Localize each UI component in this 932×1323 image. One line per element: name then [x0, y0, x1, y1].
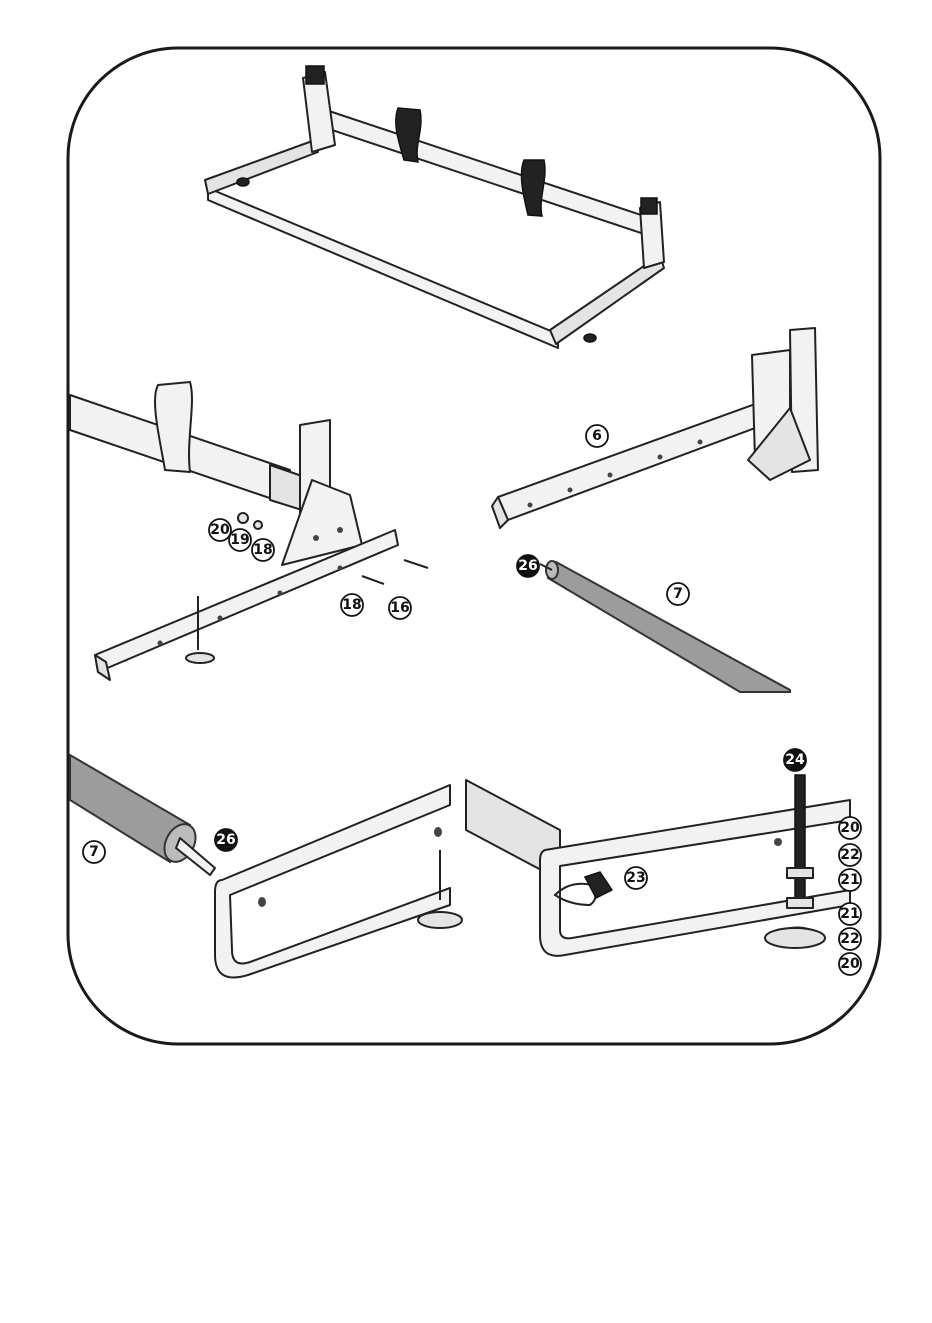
callout-p5-22a: 22: [839, 844, 861, 866]
left-upright-cap: [306, 66, 324, 84]
callout-p4-7: 7: [83, 841, 105, 863]
callout-p5-24: 24: [784, 749, 806, 771]
callout-p2-19: 19: [229, 529, 251, 551]
washer-19: [254, 521, 262, 529]
threaded-rod-24: [795, 775, 805, 905]
callout-p4-26: 26: [215, 829, 237, 851]
svg-text:21: 21: [840, 872, 859, 888]
svg-text:26: 26: [216, 832, 235, 848]
callout-p3-26: 26: [517, 555, 539, 577]
callout-p2-16: 16: [389, 597, 411, 619]
svg-text:18: 18: [253, 542, 272, 558]
callout-p2-18a: 18: [252, 539, 274, 561]
callout-p5-22b: 22: [839, 928, 861, 950]
nut-upper: [787, 868, 813, 878]
foot-pad-detail: [186, 653, 214, 663]
callout-p2-18b: 18: [341, 594, 363, 616]
rounded-border-frame: [68, 48, 880, 1044]
svg-text:26: 26: [518, 558, 537, 574]
svg-text:18: 18: [342, 597, 361, 613]
callout-p3-7: 7: [667, 583, 689, 605]
foot-left: [237, 178, 249, 186]
svg-text:7: 7: [673, 586, 683, 602]
foot-right: [584, 334, 596, 342]
callout-p5-20a: 20: [839, 817, 861, 839]
foot-pad-hint: [418, 912, 462, 928]
callout-p5-20b: 20: [839, 953, 861, 975]
svg-text:20: 20: [840, 820, 860, 836]
svg-text:22: 22: [840, 847, 859, 863]
foot-base-panel5: [765, 928, 825, 948]
nut-20: [238, 513, 248, 523]
svg-text:22: 22: [840, 931, 859, 947]
svg-text:24: 24: [785, 752, 805, 768]
svg-text:7: 7: [89, 844, 99, 860]
svg-text:23: 23: [626, 870, 645, 886]
svg-text:6: 6: [592, 428, 602, 444]
svg-text:21: 21: [840, 906, 859, 922]
callout-p2-20: 20: [209, 519, 231, 541]
callout-p3-6: 6: [586, 425, 608, 447]
callout-p5-23: 23: [625, 867, 647, 889]
callout-p5-21a: 21: [839, 869, 861, 891]
nut-lower: [787, 898, 813, 908]
callout-p5-21b: 21: [839, 903, 861, 925]
svg-text:20: 20: [210, 522, 230, 538]
svg-text:20: 20: [840, 956, 860, 972]
right-upright-cap: [641, 198, 657, 214]
svg-text:19: 19: [230, 532, 249, 548]
svg-text:16: 16: [390, 600, 409, 616]
